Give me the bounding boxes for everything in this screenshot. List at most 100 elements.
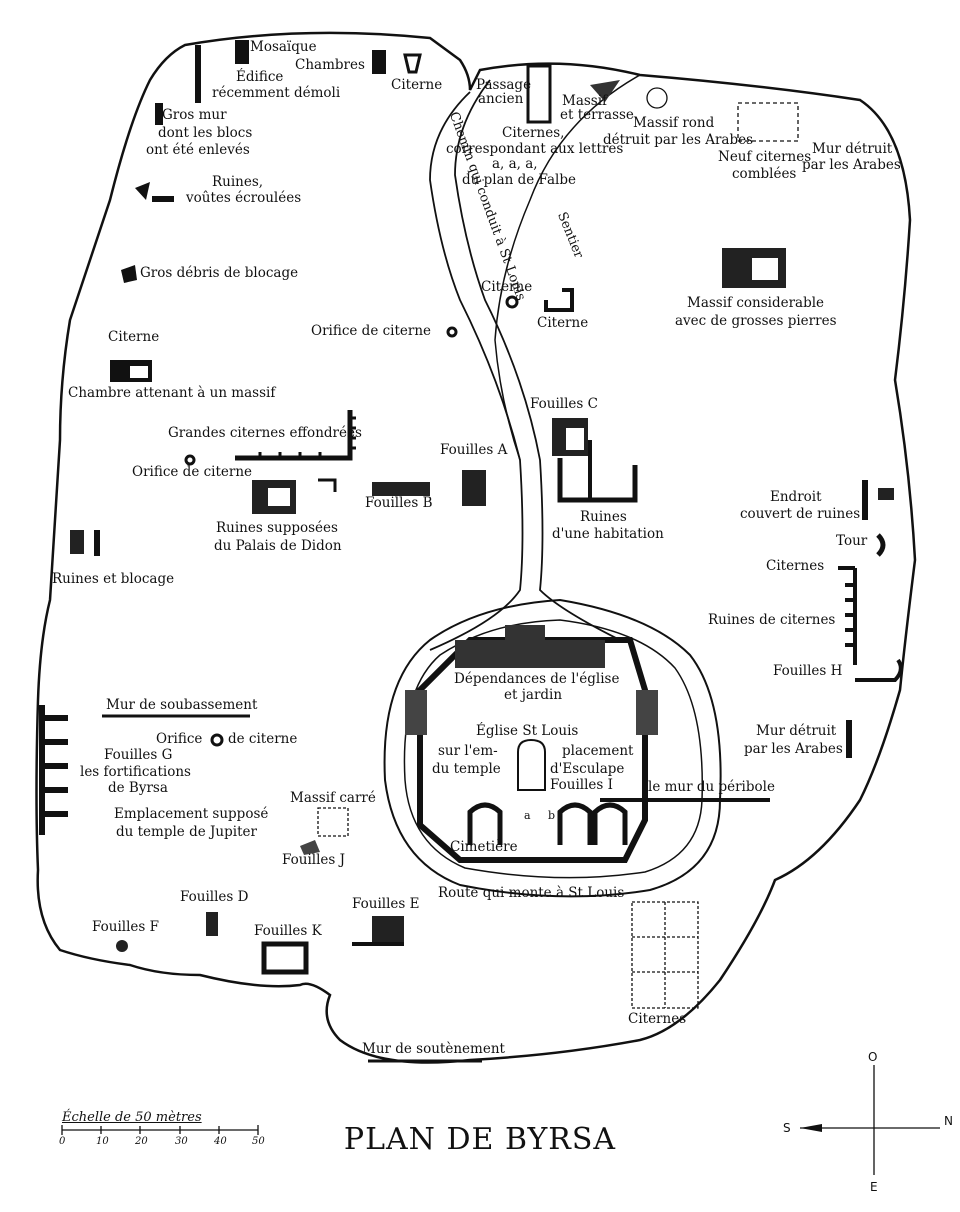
label-orifice-citerne-1: Orifice de citerne: [311, 323, 432, 339]
label-orifice-citerne-2: Orifice de citerne: [132, 464, 253, 480]
label-ruines-voutes: Ruines,: [212, 174, 264, 190]
citernes-grid: [631, 901, 699, 1009]
label-mur-soutenement: Mur de soutènement: [362, 1041, 505, 1057]
label-citerne-left: Citerne: [108, 329, 160, 345]
label-mur-detruit-top: Mur détruit: [812, 141, 893, 157]
label-citernes-falbe: Citernes,: [502, 125, 565, 141]
dependances-block: [455, 640, 605, 668]
scale-tick-50: 50: [252, 1136, 265, 1147]
citerne-top-shape: [403, 53, 422, 74]
dependances-tower: [505, 625, 545, 643]
label-endroit: Endroit: [770, 489, 822, 505]
label-fouilles-g-3: de Byrsa: [108, 780, 168, 796]
label-gros-mur: Gros mur: [162, 107, 227, 123]
label-ruines-citernes: Ruines de citernes: [708, 612, 836, 628]
map-title: PLAN DE BYRSA: [343, 1122, 617, 1157]
label-passage: Passage: [476, 77, 532, 93]
orifice-citerne-3: [210, 733, 224, 747]
label-fouilles-b: Fouilles B: [365, 495, 433, 511]
compass-west: O: [868, 1050, 878, 1064]
ruines-citernes-comb: [838, 566, 857, 665]
label-tour: Tour: [836, 533, 868, 549]
label-mosaique: Mosaïque: [250, 39, 317, 55]
passage-block: [526, 64, 552, 124]
label-edifice: Édifice: [236, 69, 284, 85]
label-temple-jupiter-2: du temple de Jupiter: [116, 824, 257, 840]
label-gros-mur-3: ont été enlevés: [146, 142, 250, 158]
label-fouilles-k: Fouilles K: [254, 923, 322, 939]
mosaique-block: [235, 40, 249, 64]
label-esculape: d'Esculape: [550, 761, 625, 777]
fouilles-b-shape: [372, 482, 430, 496]
label-fouilles-d: Fouilles D: [180, 889, 249, 905]
citerne-mid-shape: [544, 288, 574, 312]
scale-tick-0: 0: [59, 1136, 66, 1147]
label-route: Route qui monte à St Louis: [438, 885, 625, 901]
orifice-citerne-1: [446, 326, 458, 338]
endroit-block: [862, 480, 868, 520]
label-massif-carre: Massif carré: [290, 790, 376, 806]
label-neuf-citernes-2: comblées: [732, 166, 797, 182]
road-loop-outer: [383, 598, 722, 898]
label-palais-didon-2: du Palais de Didon: [214, 538, 342, 554]
label-fouilles-e: Fouilles E: [352, 896, 420, 912]
label-dependances: Dépendances de l'église: [454, 671, 620, 687]
label-massif-rond-2: détruit par les Arabes: [603, 132, 754, 148]
label-fouilles-a: Fouilles A: [440, 442, 508, 458]
label-ruines-habitation-2: d'une habitation: [552, 526, 664, 542]
habitation-walls: [557, 458, 638, 503]
label-fouilles-f: Fouilles F: [92, 919, 159, 935]
hill-outline: [35, 31, 917, 1064]
label-passage-2: ancien: [478, 91, 524, 107]
label-cimetiere: Cimetière: [450, 839, 518, 855]
scale-bar: [61, 1125, 259, 1135]
label-citernes-right: Citernes: [766, 558, 825, 574]
eglise-plan: [517, 738, 546, 791]
label-edifice-2: récemment démoli: [212, 85, 341, 101]
label-massif-considerable: Massif considerable: [687, 295, 825, 311]
gros-debris-shape: [121, 265, 137, 283]
label-emplacement: sur l'em-: [438, 743, 498, 759]
label-citernes-bottom: Citernes: [628, 1011, 687, 1027]
fouilles-j-shape: [300, 840, 320, 855]
massif-carre-rect: [317, 807, 349, 837]
scale-tick-30: 30: [175, 1136, 188, 1147]
fouilles-h-shape: [855, 658, 903, 682]
label-temple: du temple: [432, 761, 501, 777]
label-ruines-blocage: Ruines et blocage: [52, 571, 175, 587]
compass-north: N: [944, 1114, 953, 1128]
label-temple-jupiter: Emplacement supposé: [114, 806, 269, 822]
label-chambres: Chambres: [295, 57, 365, 73]
label-fouilles-c: Fouilles C: [530, 396, 598, 412]
label-orifice-citerne-3b: de citerne: [228, 731, 298, 747]
label-massif-rond: Massif rond: [633, 115, 715, 131]
label-massif-terrasse-2: et terrasse: [560, 107, 634, 123]
label-dependances-2: et jardin: [504, 687, 563, 703]
compass-south: S: [783, 1121, 791, 1135]
label-citernes-falbe-4: du plan de Falbe: [462, 172, 576, 188]
label-b: b: [548, 809, 556, 822]
label-mur-detruit-right: Mur détruit: [756, 723, 837, 739]
church-corner-right: [636, 690, 658, 735]
label-emplacement-2: placement: [562, 743, 634, 759]
compass-rose: [800, 1065, 940, 1175]
label-mur-soubassement: Mur de soubassement: [106, 697, 258, 713]
ruines-blocage-shape: [70, 530, 84, 554]
label-grandes-citernes: Grandes citernes effondrées: [168, 425, 362, 441]
gros-mur-block: [155, 103, 163, 125]
fouilles-f-shape: [116, 940, 128, 952]
label-citerne-top: Citerne: [391, 77, 443, 93]
scale-tick-40: 40: [214, 1136, 227, 1147]
grandes-citernes-wall: [235, 410, 353, 461]
sentier-line: [494, 74, 641, 461]
mur-detruit-right-block: [846, 720, 852, 758]
fortifications-comb: [39, 705, 68, 835]
label-fouilles-g: Fouilles G: [104, 747, 173, 763]
label-massif-considerable-2: avec de grosses pierres: [675, 313, 837, 329]
label-ruines-voutes-2: voûtes écroulées: [186, 190, 302, 206]
label-fouilles-h: Fouilles H: [773, 663, 843, 679]
ruines-voutes-shapes: [135, 182, 150, 200]
label-mur-detruit-right-2: par les Arabes: [744, 741, 843, 757]
label-ruines-habitation: Ruines: [580, 509, 627, 525]
label-citerne-mid-1: Citerne: [481, 279, 533, 295]
